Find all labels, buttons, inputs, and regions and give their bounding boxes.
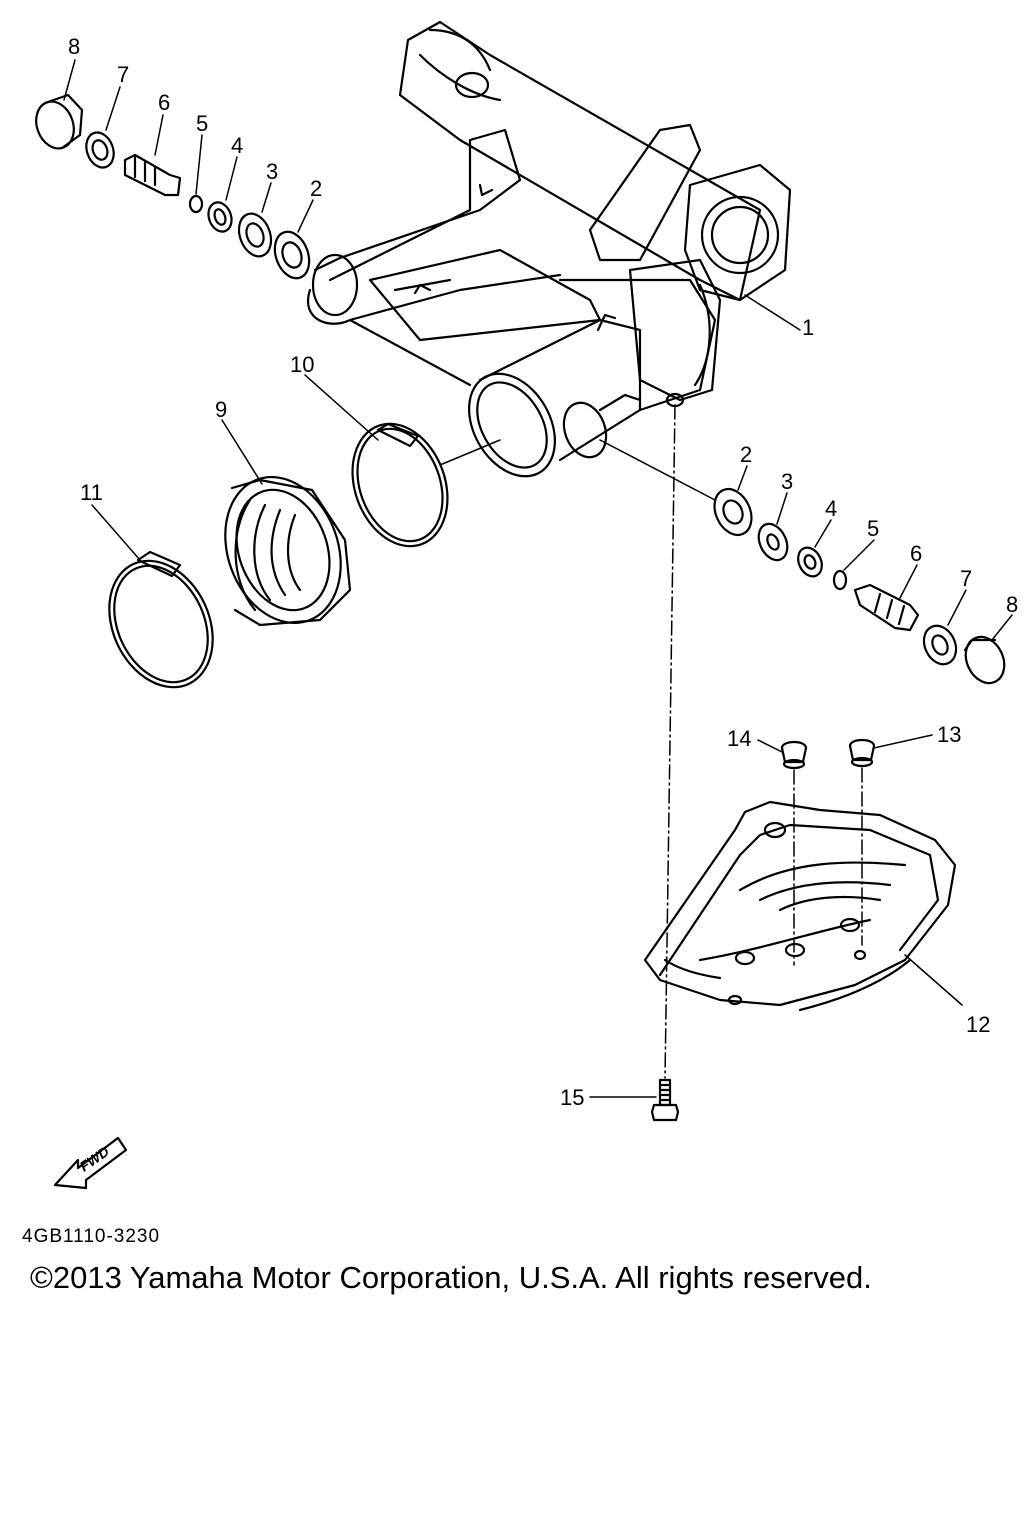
callout-8-right: 8: [1006, 592, 1018, 617]
callout-15: 15: [560, 1085, 584, 1110]
bearing-stack-left: [35, 93, 311, 280]
callout-6-left: 6: [158, 90, 170, 115]
callout-5-left: 5: [196, 111, 208, 136]
figure-code: 4GB1110-3230: [22, 1226, 160, 1247]
leader-lines: [63, 59, 1013, 1098]
callout-2-left: 2: [310, 176, 322, 201]
callout-7-right: 7: [960, 566, 972, 591]
bolt: [650, 1078, 680, 1122]
callout-4-right: 4: [825, 496, 837, 521]
boot-clamp-large: [108, 550, 214, 689]
fwd-arrow: [53, 1136, 128, 1190]
callout-14: 14: [727, 726, 751, 751]
copyright-notice: ©2013 Yamaha Motor Corporation, U.S.A. A…: [30, 1260, 872, 1295]
bearing-stack-right: [599, 439, 1006, 685]
swingarm: [307, 20, 792, 478]
dust-boot: [224, 475, 352, 627]
callout-1: 1: [802, 315, 814, 340]
assembly-lines: [664, 404, 863, 1079]
callout-8-left: 8: [68, 34, 80, 59]
callout-13: 13: [937, 722, 961, 747]
boot-clamp: [351, 422, 501, 548]
callout-3-left: 3: [266, 159, 278, 184]
callout-2-right: 2: [740, 442, 752, 467]
callout-11: 11: [80, 480, 103, 505]
callout-9: 9: [215, 397, 227, 422]
callout-12: 12: [966, 1012, 990, 1037]
callout-5-right: 5: [867, 516, 879, 541]
callout-4-left: 4: [231, 133, 243, 158]
callout-6-right: 6: [910, 541, 922, 566]
guard-plate: [643, 800, 957, 1012]
callout-10: 10: [290, 352, 314, 377]
grommets: [780, 738, 876, 770]
callout-3-right: 3: [781, 469, 793, 494]
callout-7-left: 7: [117, 62, 129, 87]
